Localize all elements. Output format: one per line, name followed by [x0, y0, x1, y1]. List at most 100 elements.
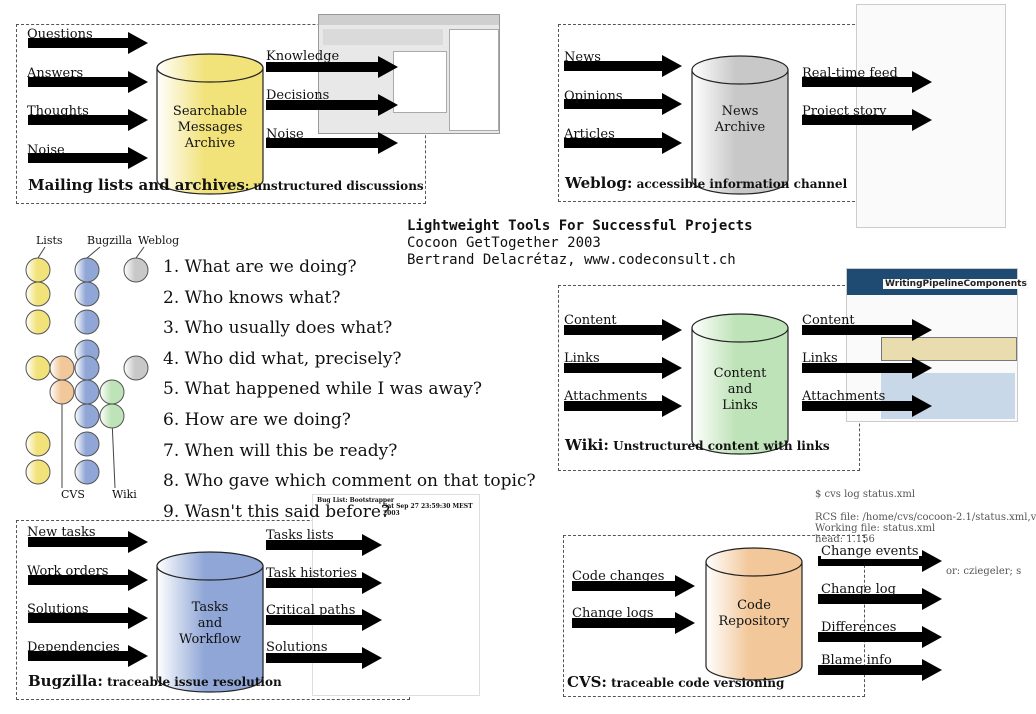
- bugzilla-output-arrow-1: [266, 534, 382, 556]
- wiki-output-arrow-2: [802, 357, 932, 379]
- matrix-cvs-circle-2: [49, 379, 75, 405]
- bugzilla-caption-rest: traceable issue resolution: [102, 675, 282, 689]
- question-1: 1. What are we doing?: [163, 257, 357, 277]
- cvs-store-line-1: Code: [737, 598, 771, 613]
- cvs-store-label: Code Repository: [706, 598, 802, 630]
- wiki-input-content: Content: [564, 313, 617, 328]
- question-9: 9. Wasn't this said before?: [163, 501, 391, 522]
- mailing-output-arrow-2: [266, 94, 398, 116]
- mailing-store-line-2: Messages: [177, 120, 243, 135]
- matrix-label-wiki: Wiki: [112, 488, 137, 501]
- cvs-store-line-2: Repository: [718, 614, 790, 629]
- presentation-title: Lightweight Tools For Successful Project…: [407, 218, 753, 269]
- wiki-cylinder-body: [691, 327, 789, 455]
- cvs-output-arrow-4: [818, 659, 942, 681]
- cvs-caption-bold: CVS:: [567, 673, 607, 691]
- wiki-input-arrow-2: [564, 357, 682, 379]
- weblog-store-line-2: Archive: [714, 120, 766, 135]
- bugzilla-input-arrow-2: [28, 569, 148, 591]
- matrix-circle-r2-c1: [25, 281, 51, 307]
- cvs-output-arrow-2: [818, 588, 942, 610]
- matrix-circle-r5-c4: [123, 355, 149, 381]
- wiki-store-line-2: and: [727, 382, 753, 397]
- cvs-panel: [563, 535, 865, 697]
- bugzilla-store-line-3: Workflow: [178, 632, 242, 647]
- wiki-caption-bold: Wiki:: [565, 436, 609, 454]
- question-5: 5. What happened while I was away?: [163, 379, 482, 400]
- bugzilla-output-arrow-2: [266, 572, 382, 594]
- weblog-store-line-1: News: [721, 104, 759, 119]
- bugzilla-input-new-tasks: New tasks: [27, 525, 96, 540]
- matrix-circle-r3-c2: [74, 309, 100, 335]
- mailing-input-arrow-3: [28, 109, 148, 131]
- wiki-cylinder-top: [691, 313, 789, 343]
- bugzilla-input-solutions: Solutions: [27, 602, 89, 617]
- matrix-circle-r7-c3: [99, 403, 125, 429]
- wiki-output-content: Content: [802, 313, 855, 328]
- mailing-cylinder-body: [156, 67, 264, 195]
- cvs-caption-rest: traceable code versioning: [606, 676, 785, 690]
- wiki-output-attachments: Attachments: [802, 389, 886, 404]
- title-line-3: Bertrand Delacrétaz, www.codeconsult.ch: [407, 252, 736, 268]
- mailing-archive-label: Searchable Messages Archive: [158, 104, 262, 152]
- wiki-caption: Wiki: Unstructured content with links: [565, 436, 830, 454]
- cvs-output-change-log: Change log: [821, 582, 896, 597]
- weblog-input-arrow-2: [564, 93, 682, 115]
- matrix-circle-r9-c1: [25, 459, 51, 485]
- bugzilla-connector: [86, 246, 101, 259]
- weblog-output-arrow-2: [802, 109, 932, 131]
- title-line-1: Lightweight Tools For Successful Project…: [407, 218, 753, 234]
- question-3: 3. Who usually does what?: [163, 318, 393, 339]
- bugzilla-output-critical-paths: Critical paths: [266, 603, 356, 618]
- cvs-output-arrow-1: [818, 550, 942, 572]
- weblog-input-news: News: [564, 50, 601, 65]
- cvs-input-arrow-2: [572, 612, 695, 634]
- wiki-input-attachments: Attachments: [564, 389, 648, 404]
- question-4: 4. Who did what, precisely?: [163, 348, 402, 369]
- bugzilla-input-work-orders: Work orders: [27, 564, 109, 579]
- matrix-circle-r1-c2: [74, 257, 100, 283]
- wiki-output-links: Links: [802, 351, 838, 366]
- weblog-caption: Weblog: accessible information channel: [565, 174, 847, 192]
- cvs-input-change-logs: Change logs: [572, 606, 654, 621]
- matrix-circle-r6-c3: [99, 379, 125, 405]
- wiki-input-links: Links: [564, 351, 600, 366]
- bugzilla-store-line-1: Tasks: [191, 600, 229, 615]
- matrix-circle-r5-c2: [74, 355, 100, 381]
- weblog-cylinder-top: [691, 55, 789, 85]
- weblog-connector: [135, 246, 145, 259]
- weblog-input-arrow-1: [564, 55, 682, 77]
- matrix-label-bugzilla: Bugzilla: [87, 234, 133, 247]
- wiki-input-arrow-1: [564, 319, 682, 341]
- mailing-input-arrow-4: [28, 147, 148, 169]
- wiki-store-label: Content and Links: [692, 366, 788, 414]
- mailing-caption-rest: : unstructured discussions: [244, 179, 424, 193]
- question-8: 8. Who gave which comment on that topic?: [163, 471, 536, 492]
- bugzilla-output-task-histories: Task histories: [266, 566, 358, 581]
- wiki-input-arrow-3: [564, 395, 682, 417]
- mailing-input-arrow-2: [28, 71, 148, 93]
- matrix-circle-r9-c2: [74, 459, 100, 485]
- mailing-store-line-1: Searchable: [172, 104, 248, 119]
- matrix-label-lists: Lists: [36, 234, 63, 247]
- mailing-caption: Mailing lists and archives: unstructured…: [28, 176, 424, 194]
- mailing-caption-bold: Mailing lists and archives: [28, 176, 245, 194]
- weblog-input-opinions: Opinions: [564, 89, 623, 104]
- matrix-circle-r1-c4: [123, 257, 149, 283]
- wiki-store-line-3: Links: [722, 398, 758, 413]
- mailing-output-knowledge: Knowledge: [266, 49, 340, 64]
- wiki-screenshot-thumbnail: WritingPipelineComponents: [846, 268, 1029, 422]
- bugzilla-output-solutions: Solutions: [266, 640, 328, 655]
- weblog-output-project-story: Project story: [802, 104, 887, 119]
- wiki-output-arrow-1: [802, 319, 932, 341]
- bugzilla-input-arrow-3: [28, 607, 148, 629]
- cvs-log-command: $ cvs log status.xml: [815, 489, 916, 500]
- bugzilla-output-arrow-3: [266, 609, 382, 631]
- cvs-caption: CVS: traceable code versioning: [567, 673, 784, 691]
- matrix-circle-r3-c1: [25, 309, 51, 335]
- weblog-output-realtime-feed: Real-time feed: [802, 66, 898, 81]
- lists-connector: [37, 246, 46, 259]
- bugzilla-input-dependencies: Dependencies: [27, 640, 120, 655]
- wiki-caption-rest: Unstructured content with links: [608, 439, 830, 453]
